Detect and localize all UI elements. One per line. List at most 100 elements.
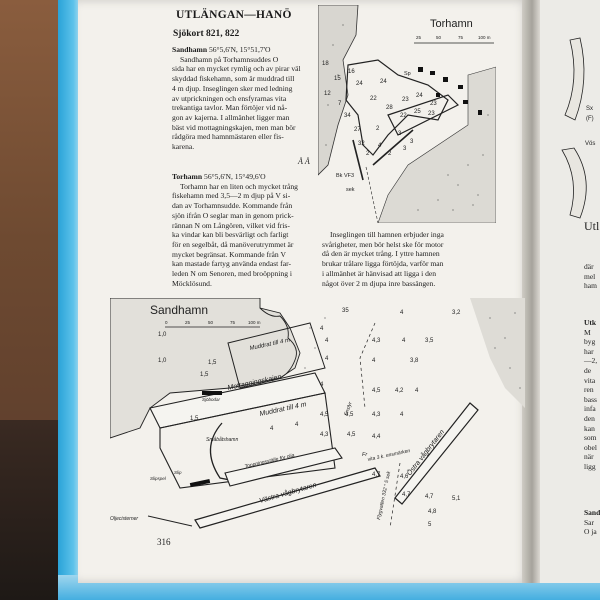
scale-label: 50	[208, 320, 214, 325]
sjobodar-building	[202, 391, 222, 395]
text-line: av utprickningen och ensfyrarnas vita	[172, 93, 287, 103]
torhamn-breakwater	[352, 139, 364, 181]
depth-label: 2	[376, 126, 380, 132]
torhamn-dots	[325, 24, 489, 211]
right-page-text-2: Utk M byg har —2, de vita ren bass infa …	[584, 318, 597, 472]
torhamn-shore-east	[377, 66, 496, 223]
sandhamn-depths: 35 4 4 3,2 1,0 4 4,3 4 3,5 4 4 3,8 1,5 4…	[158, 308, 461, 528]
text-fragment: Sand	[584, 508, 600, 517]
depth-label: 1,5	[200, 372, 209, 378]
torhamn-continuation: Inseglingen till hamnen erbjuder inga sv…	[322, 230, 480, 288]
depth-label: 2	[366, 151, 370, 157]
scale-label: 25	[185, 320, 191, 325]
scale-label: 100 m	[478, 35, 491, 40]
text-line: i allmänhet är hänvisad att ligga i den	[322, 268, 437, 278]
depth-label: 16	[348, 69, 355, 75]
text-line: Sandhamn på Torhamnsuddes O	[180, 54, 279, 64]
text-line: Möcklösund.	[172, 278, 212, 288]
right-map-shape-1	[564, 37, 585, 121]
depth-label: 1,0	[158, 358, 167, 364]
depth-label: 3	[398, 131, 402, 137]
sandhamn-shore-east	[470, 298, 525, 408]
depth-label: 4,3	[372, 338, 381, 344]
map-label: Småbåtshamn	[206, 436, 238, 443]
sandhamn-dots	[304, 312, 521, 389]
text-line: 4 m djup. Inseglingen sker med ledning	[172, 83, 293, 93]
depth-label: 4	[320, 382, 324, 388]
slip-building	[189, 478, 211, 488]
depth-label: 4,3	[372, 412, 381, 418]
depth-label: 25	[414, 109, 421, 115]
depth-label: 35	[342, 308, 349, 314]
text-line: bäst vid mottagningskajen, men man bör	[172, 122, 296, 132]
text-line: sjön ifrån O seglar man in genom prick-	[172, 210, 294, 220]
depth-label: 4	[378, 143, 382, 149]
text-fragment: där	[584, 262, 594, 271]
depth-label: 3	[410, 139, 414, 145]
text-fragment: O ja	[584, 527, 597, 537]
depth-label: 24	[416, 93, 423, 99]
map-label: Fr	[362, 452, 368, 458]
depth-label: 4,7	[402, 492, 411, 498]
text-fragment: obel	[584, 442, 597, 452]
depth-label: 1,5	[208, 360, 217, 366]
right-page-text: där mel ham	[584, 262, 597, 291]
torhamn-pier	[387, 94, 460, 136]
muddrat-area-top	[227, 322, 326, 389]
map-label: sek	[346, 187, 355, 193]
depth-label: 4	[400, 412, 404, 418]
depth-label: 24	[356, 81, 363, 87]
oljecisterner-pointer	[147, 515, 193, 527]
depth-label: 4	[325, 338, 329, 344]
smabatshamn-pier	[209, 422, 231, 481]
text-line: Inseglingen till hamnen erbjuder inga	[330, 230, 444, 239]
sandhamn-map-title: Sandhamn	[150, 303, 208, 317]
text-fragment: vita	[584, 375, 596, 385]
text-fragment: kan	[584, 423, 595, 433]
map-label: vita 3 k. ensmärken	[367, 448, 411, 463]
text-fragment: ligg	[584, 461, 596, 471]
text-line: karena.	[172, 142, 195, 152]
text-fragment: som	[584, 433, 597, 443]
right-page-maps: Sx (F) Vös	[561, 37, 595, 219]
text-fragment: mel	[584, 271, 596, 281]
torhamn-map-title: Torhamn	[430, 18, 473, 30]
depth-label: 5	[428, 522, 432, 528]
depth-label: 4,2	[395, 388, 404, 394]
text-fragment: bass	[584, 394, 597, 404]
depth-label: 4,5	[345, 412, 354, 418]
text-fragment: när	[584, 452, 594, 462]
text-line: kan mastade fartyg använda endast far-	[172, 259, 291, 269]
map-label: Slipspel	[150, 476, 167, 481]
text-line: dan av Torhamnsudde. Kommande från	[172, 201, 293, 211]
text-line: fiskehamn med 3,5—2 m djup på V si-	[172, 191, 291, 201]
depth-label: 22	[400, 113, 407, 119]
scale-label: 25	[416, 35, 422, 40]
book-gutter	[522, 0, 542, 583]
depth-label: 4,7	[372, 472, 381, 478]
author-signature: Å Å	[298, 157, 310, 166]
depth-label: 4,4	[372, 434, 381, 440]
page-number: 316	[157, 537, 171, 547]
torhamn-shore-west	[318, 5, 359, 176]
depth-label: 3,5	[425, 338, 434, 344]
text-fragment: den	[584, 413, 595, 423]
sandhamn-section: Sandhamn 56°5,6'N, 15°51,7'O Sandhamn på…	[172, 45, 314, 152]
depth-label: 4	[270, 426, 274, 432]
torhamn-section: Torhamn 56°5,6'N, 15°49,6'O Torhamn har …	[172, 172, 314, 288]
sandhamn-scale: 0 25 50 75 100 m	[165, 320, 261, 328]
depth-label: 23	[430, 101, 437, 107]
torhamn-depths: 18 15 16 12 7 24 34 22 24 28 23 24 23 25…	[322, 61, 437, 157]
left-page	[78, 0, 530, 583]
map-label: Sp	[404, 71, 411, 77]
scale-label: 0	[165, 320, 168, 325]
depth-label: 23	[402, 97, 409, 103]
right-page	[540, 0, 600, 583]
text-fragment: —2,	[584, 356, 598, 366]
map-label: Vös	[585, 141, 595, 147]
text-line: mycket begränsat. Kommande från V	[172, 249, 286, 259]
depth-label: 4,6	[400, 474, 409, 480]
text-line: brukar trålare ligga förtöjda, varför ma…	[322, 259, 444, 269]
depth-label: 1,5	[190, 416, 199, 422]
table-shadow	[0, 420, 60, 600]
